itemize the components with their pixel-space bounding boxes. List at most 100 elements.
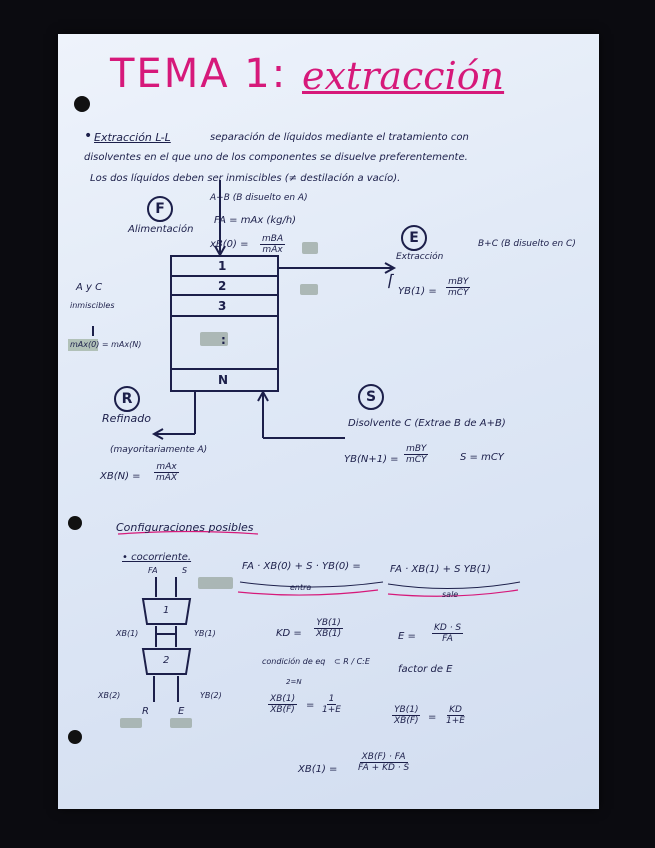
- xratio-fraction: XB(1) XB(F): [268, 694, 298, 715]
- ybn1-fraction: mBY mCY: [404, 444, 429, 465]
- e-lhs: E =: [398, 631, 416, 642]
- xb0-numerator: mBA: [260, 234, 286, 245]
- final-fraction: XB(F) · FA FA + KD · S: [356, 752, 411, 773]
- balance-sale: sale: [442, 590, 459, 599]
- co-e: E: [178, 706, 185, 717]
- redacted-mark: [200, 332, 228, 346]
- xbn-lhs: XB(N) =: [100, 471, 141, 482]
- yratio-numerator: YB(1): [392, 705, 421, 716]
- xb0-denominator: mAx: [262, 245, 283, 255]
- redacted-mark: [170, 718, 192, 728]
- xbn-denominator: mAX: [156, 473, 178, 483]
- raffinate-circle-label: R: [114, 386, 140, 412]
- ybn1-denominator: mCY: [406, 455, 427, 465]
- redacted-mark: [120, 718, 142, 728]
- kd-lhs: KD =: [276, 628, 302, 639]
- redacted-mark: [300, 284, 318, 295]
- yratio-result: KD 1+E: [444, 705, 467, 726]
- xratio-result-num: 1: [326, 694, 337, 705]
- co-yb1: YB(1): [194, 629, 216, 638]
- stage-1: 1: [218, 259, 227, 273]
- extraction-diagram-lines: [92, 180, 521, 702]
- co-xb2: XB(2): [98, 691, 121, 700]
- solvent-circle-label: S: [358, 384, 384, 410]
- final-lhs: XB(1) =: [298, 764, 338, 775]
- xratio-denominator: XB(F): [270, 705, 295, 715]
- factor-e: factor de E: [398, 664, 453, 675]
- solvent-label: Disolvente C (Extrae B de A+B): [348, 418, 506, 429]
- yb1-denominator: mCY: [448, 288, 469, 298]
- highlight-mark: [68, 339, 98, 351]
- condicion-sub: ⊂ R / C:E: [334, 657, 370, 666]
- stage-n: N: [218, 373, 229, 387]
- xb0-lhs: xB(0) =: [210, 239, 249, 250]
- binder-hole: [68, 730, 82, 744]
- binder-hole: [68, 516, 82, 530]
- ybn1-lhs: YB(N+1) =: [344, 454, 399, 465]
- max-equation: mAx(0) = mAx(N): [70, 340, 142, 349]
- co-s: S: [182, 566, 188, 575]
- cocorriente-label: • cocorriente.: [122, 552, 192, 563]
- yb1-numerator: mBY: [446, 277, 471, 288]
- feed-circle-label: F: [147, 196, 173, 222]
- xratio-result: 1 1+E: [320, 694, 343, 715]
- stage-3: 3: [218, 299, 227, 313]
- bracket: ⌈: [388, 271, 395, 290]
- yb1-lhs: YB(1) =: [398, 286, 437, 297]
- page-title-prefix: TEMA 1:: [110, 51, 288, 97]
- co-stage-1: 1: [163, 605, 170, 616]
- notebook-page: TEMA 1: extracción • Extracción L-L sepa…: [58, 34, 599, 809]
- condicion-eq: condición de eq: [262, 657, 326, 666]
- yratio-eq: =: [428, 712, 437, 723]
- co-r: R: [142, 706, 149, 717]
- balance-lhs: FA · XB(0) + S · YB(0) =: [242, 561, 361, 572]
- ybn1-numerator: mBY: [404, 444, 429, 455]
- yratio-fraction: YB(1) XB(F): [392, 705, 421, 726]
- yb1-fraction: mBY mCY: [446, 277, 471, 298]
- extract-description: B+C (B disuelto en C): [478, 239, 576, 249]
- intro-line-1: separación de líquidos mediante el trata…: [210, 132, 469, 143]
- xbn-numerator: mAx: [154, 462, 179, 473]
- xb0-fraction: mBA mAx: [260, 234, 286, 255]
- extract-circle-label: E: [401, 225, 427, 251]
- config-heading: Configuraciones posibles: [116, 521, 254, 534]
- redacted-mark: [302, 242, 318, 254]
- xbn-fraction: mAx mAX: [154, 462, 179, 483]
- raffinate-note: (mayoritariamente A): [110, 445, 208, 455]
- raffinate-label: Refinado: [102, 412, 151, 425]
- intro-line-3: Los dos líquidos deben ser inmiscibles (…: [90, 173, 401, 184]
- s-equation: S = mCY: [460, 452, 504, 463]
- balance-rhs: FA · XB(1) + S YB(1): [390, 564, 491, 575]
- co-xb1: XB(1): [116, 629, 139, 638]
- stage-2: 2: [218, 279, 227, 293]
- kd-numerator: YB(1): [314, 618, 343, 629]
- intro-heading: Extracción L-L: [94, 131, 171, 144]
- feed-label: Alimentación: [128, 224, 194, 235]
- final-denominator: FA + KD · S: [358, 763, 410, 773]
- feed-description: A+B (B disuelto en A): [210, 193, 308, 203]
- inmiscibles-note: inmiscibles: [70, 301, 115, 310]
- feed-flow-equation: FA = mAx (kg/h): [214, 215, 297, 226]
- intro-line-2: disolventes en el que uno de los compone…: [84, 152, 468, 163]
- page-title-topic: extracción: [302, 54, 505, 98]
- xratio-numerator: XB(1): [268, 694, 298, 705]
- e-numerator: KD · S: [432, 623, 464, 634]
- yratio-denominator: XB(F): [394, 716, 419, 726]
- co-stage-2: 2: [163, 655, 170, 666]
- e-denominator: FA: [442, 634, 453, 644]
- zn-note: 2=N: [286, 678, 302, 686]
- kd-denominator: XB(1): [316, 629, 342, 639]
- balance-entra: entra: [290, 583, 312, 592]
- xratio-result-den: 1+E: [322, 705, 341, 715]
- xratio-eq: =: [306, 700, 315, 711]
- yratio-result-num: KD: [447, 705, 464, 716]
- co-fa: FA: [148, 566, 158, 575]
- final-numerator: XB(F) · FA: [359, 752, 408, 763]
- stage-ellipsis: :: [221, 333, 226, 347]
- intro-bullet: •: [84, 128, 93, 144]
- binder-hole: [74, 96, 90, 112]
- kd-fraction: YB(1) XB(1): [314, 618, 343, 639]
- redacted-mark: [198, 577, 233, 589]
- co-yb2: YB(2): [200, 691, 222, 700]
- e-fraction: KD · S FA: [432, 623, 464, 644]
